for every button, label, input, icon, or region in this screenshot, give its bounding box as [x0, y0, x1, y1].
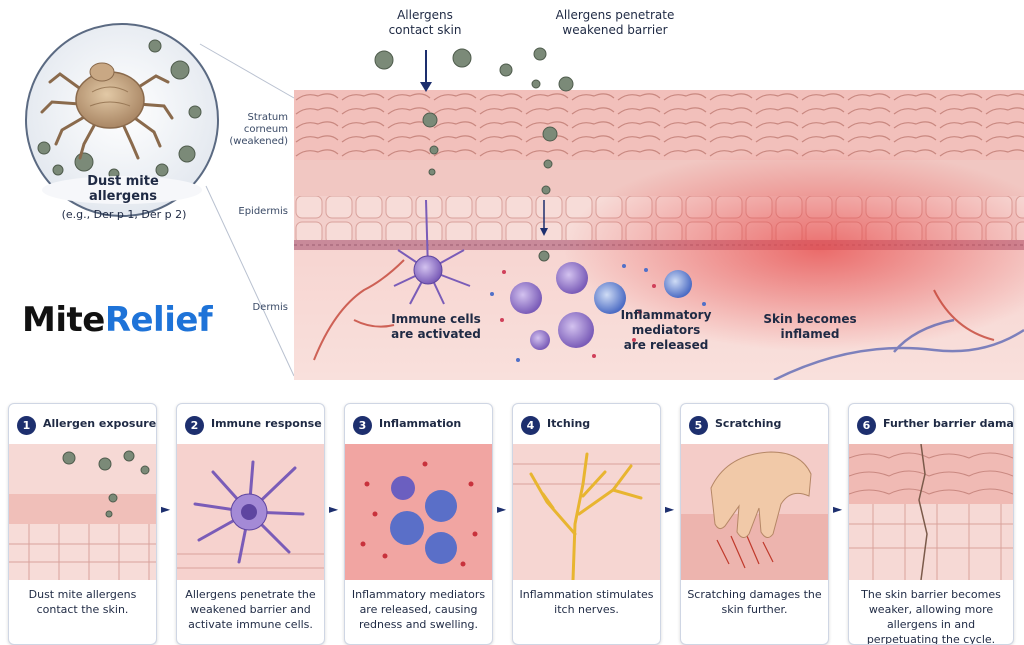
step-illustration-itching [513, 444, 660, 580]
step-caption-line: allergens in and [886, 618, 976, 631]
callout-mediators-line3: are released [623, 338, 709, 352]
inset-connector-lines [199, 43, 295, 377]
callout-mediators-line1: Inflammatory [620, 308, 712, 322]
step-arrow-icon: ► [497, 502, 507, 516]
callout-mediators: Inflammatory mediators are released [616, 308, 716, 353]
step-caption-line: The skin barrier becomes [861, 588, 1001, 601]
step-caption-line: activate immune cells. [188, 618, 313, 631]
dust-mite-illustration [25, 23, 219, 217]
step-title: Scratching [715, 417, 782, 430]
step-caption: Allergens penetrate the weakened barrier… [181, 587, 320, 632]
callout-mediators-line2: mediators [631, 323, 701, 337]
label-allergens-penetrate-line1: Allergens penetrate [555, 8, 675, 22]
layer-label-stratum-line3: (weakened) [229, 136, 288, 147]
step-caption: Inflammatory mediators are released, cau… [349, 587, 488, 632]
callout-immune-cells: Immune cells are activated [386, 312, 486, 342]
step-title: Itching [547, 417, 591, 430]
layer-label-epidermis: Epidermis [238, 206, 288, 217]
callout-immune-cells-line1: Immune cells [391, 312, 481, 326]
step-panel-5: 5 Scratching Scratching damages the skin… [680, 403, 829, 645]
callout-immune-cells-line2: are activated [391, 327, 481, 341]
layer-label-stratum-line1: Stratum [247, 112, 288, 123]
step-illustration-immune [177, 444, 324, 580]
contact-arrow-icon [420, 50, 432, 92]
step-caption-line: Dust mite allergens [28, 588, 137, 601]
callout-skin-inflamed-line2: inflamed [780, 327, 840, 341]
step-illustration-scratching [681, 444, 828, 580]
step-arrow-icon: ► [161, 502, 171, 516]
step-caption-line: Scratching damages the [687, 588, 822, 601]
layer-label-dermis: Dermis [252, 302, 288, 313]
step-number-badge: 6 [857, 416, 876, 435]
step-panel-4: 4 Itching Inflammation stimulates itch n… [512, 403, 661, 645]
layer-label-stratum: Stratum corneum (weakened) [220, 112, 288, 148]
label-allergens-contact: Allergens contact skin [370, 8, 480, 38]
skin-cross-section [294, 90, 1024, 380]
callout-skin-inflamed-line1: Skin becomes [763, 312, 857, 326]
brand-part1: Mite [22, 300, 105, 340]
brand-logo: MiteRelief [22, 300, 213, 340]
step-arrow-icon: ► [665, 502, 675, 516]
step-panel-2: 2 Immune response Allergens penetrate th… [176, 403, 325, 645]
step-title: Inflammation [379, 417, 462, 430]
step-number-badge: 2 [185, 416, 204, 435]
floating-allergens [374, 47, 574, 92]
callout-skin-inflamed: Skin becomes inflamed [760, 312, 860, 342]
step-caption-line: Allergens penetrate the [185, 588, 316, 601]
step-caption-line: perpetuating the cycle. [866, 633, 996, 645]
label-allergens-penetrate-line2: weakened barrier [562, 23, 668, 37]
brand-part2: Relief [104, 300, 213, 340]
step-panel-3: 3 Inflammation Inflammatory mediators ar… [344, 403, 493, 645]
step-caption-line: Inflammation stimulates [519, 588, 654, 601]
step-caption-line: skin further. [721, 603, 788, 616]
step-caption-line: redness and swelling. [358, 618, 479, 631]
label-allergens-contact-line1: Allergens [397, 8, 453, 22]
step-illustration-exposure [9, 444, 156, 580]
step-title: Allergen exposure [43, 417, 157, 430]
step-panel-1: 1 Allergen exposure Dust mite allergens … [8, 403, 157, 645]
step-arrow-icon: ► [833, 502, 843, 516]
step-illustration-inflammation [345, 444, 492, 580]
inset-title-line2: allergens [88, 189, 158, 204]
inset-title: Dust mite allergens [58, 174, 188, 204]
inset-title-line1: Dust mite [87, 174, 159, 189]
step-illustration-barrier-damage [849, 444, 1013, 580]
step-number-badge: 5 [689, 416, 708, 435]
step-title: Further barrier damage [883, 417, 1014, 430]
step-caption-line: weaker, allowing more [868, 603, 994, 616]
step-caption-line: Inflammatory mediators [351, 588, 486, 601]
step-number-badge: 1 [17, 416, 36, 435]
dust-mite-inset: Dust mite allergens (e.g., Der p 1, Der … [22, 12, 222, 232]
label-allergens-penetrate: Allergens penetrate weakened barrier [540, 8, 690, 38]
label-allergens-contact-line2: contact skin [388, 23, 462, 37]
step-caption-line: are released, causing [359, 603, 478, 616]
step-panel-6: 6 Further barrier damage The skin barrie… [848, 403, 1014, 645]
step-caption-line: contact the skin. [36, 603, 129, 616]
step-arrow-icon: ► [329, 502, 339, 516]
step-caption-line: itch nerves. [554, 603, 619, 616]
step-title: Immune response [211, 417, 322, 430]
step-number-badge: 4 [521, 416, 540, 435]
step-caption: The skin barrier becomes weaker, allowin… [853, 587, 1009, 645]
inset-subtitle: (e.g., Der p 1, Der p 2) [61, 208, 187, 221]
step-caption: Dust mite allergens contact the skin. [13, 587, 152, 617]
step-caption: Inflammation stimulates itch nerves. [517, 587, 656, 617]
step-number-badge: 3 [353, 416, 372, 435]
layer-label-stratum-line2: corneum [243, 124, 288, 135]
step-caption: Scratching damages the skin further. [685, 587, 824, 617]
step-caption-line: weakened barrier and [190, 603, 311, 616]
